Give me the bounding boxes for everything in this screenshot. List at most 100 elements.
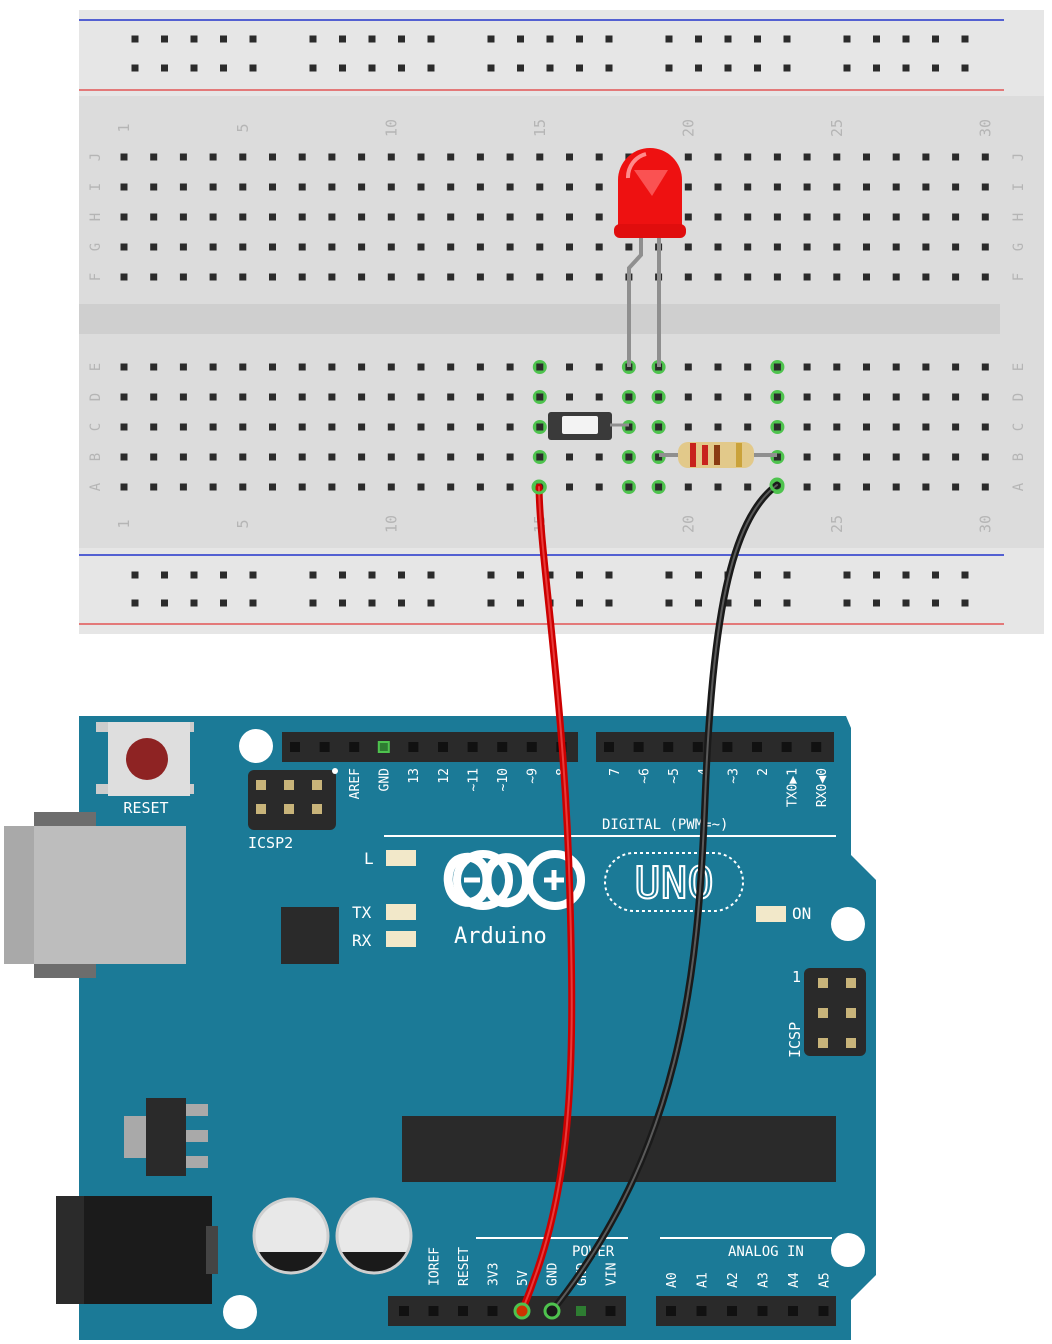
- power-rail-hole: [368, 35, 376, 43]
- reset-button[interactable]: [96, 722, 194, 796]
- resistor-band-2: [702, 445, 708, 465]
- breadboard-hole: [209, 453, 217, 461]
- power-rail-hole: [605, 599, 613, 607]
- power-rail-hole: [873, 571, 880, 579]
- breadboard-hole: [358, 213, 366, 221]
- digital-header-pin: [722, 742, 733, 752]
- breadboard-hole: [239, 243, 247, 251]
- digital-pin-label: 7: [608, 768, 623, 776]
- breadboard-hole: [773, 243, 781, 251]
- breadboard-hole: [239, 153, 247, 161]
- breadboard-hole: [536, 423, 544, 431]
- power-header-pin: [487, 1306, 498, 1316]
- power-rail-hole: [605, 64, 613, 72]
- center-channel: [79, 304, 1000, 334]
- breadboard-hole: [684, 153, 692, 161]
- power-header-pin: [605, 1306, 616, 1316]
- breadboard-hole: [298, 423, 306, 431]
- breadboard-hole: [863, 423, 870, 431]
- power-rail-hole: [665, 35, 673, 43]
- column-number-label: 25: [828, 515, 846, 533]
- breadboard-hole: [417, 423, 425, 431]
- capacitor-left: [252, 1197, 330, 1275]
- breadboard-hole: [684, 393, 692, 401]
- row-letter-label: G: [1011, 243, 1027, 251]
- power-rail-hole: [546, 64, 554, 72]
- breadboard-hole: [417, 363, 425, 371]
- power-rail-hole: [368, 64, 376, 72]
- breadboard-hole: [892, 453, 900, 461]
- breadboard-hole: [684, 363, 692, 371]
- logo-ring-right: [525, 850, 585, 910]
- breadboard-hole: [595, 183, 603, 191]
- breadboard-hole: [447, 273, 455, 281]
- breadboard-hole: [714, 213, 722, 221]
- breadboard-hole: [773, 423, 781, 431]
- breadboard-hole: [120, 483, 128, 491]
- power-rail-hole: [309, 64, 317, 72]
- digital-pin-label: AREF: [348, 768, 363, 799]
- analog-pin-label: A1: [696, 1272, 711, 1288]
- breadboard-hole: [387, 393, 395, 401]
- breadboard-hole: [298, 243, 306, 251]
- breadboard-hole: [447, 183, 455, 191]
- breadboard-hole: [328, 183, 336, 191]
- power-rail-hole: [487, 64, 495, 72]
- breadboard-hole: [922, 183, 930, 191]
- breadboard-hole: [328, 453, 336, 461]
- logo-ring-left: [453, 850, 513, 910]
- power-rail-hole: [339, 599, 346, 607]
- breadboard-hole: [655, 423, 663, 431]
- power-header-pin: [576, 1306, 586, 1316]
- column-number-label: 20: [679, 515, 697, 533]
- breadboard-hole: [892, 243, 900, 251]
- l-led-indicator: [386, 850, 416, 866]
- power-rail-hole: [220, 35, 227, 43]
- row-letter-label: C: [1011, 423, 1027, 431]
- digital-pin-label: ~11: [466, 768, 481, 791]
- breadboard-hole: [387, 153, 395, 161]
- breadboard-hole: [417, 453, 425, 461]
- breadboard-hole: [714, 393, 722, 401]
- breadboard-hole: [447, 393, 455, 401]
- reset-label: RESET: [123, 799, 168, 817]
- breadboard-hole: [269, 153, 276, 161]
- breadboard-hole: [417, 273, 425, 281]
- breadboard-hole: [892, 183, 900, 191]
- arduino-logo-text: Arduino: [454, 924, 547, 949]
- power-rail-hole: [220, 64, 227, 72]
- breadboard-hole: [803, 243, 811, 251]
- breadboard-hole: [981, 243, 989, 251]
- breadboard-hole: [595, 483, 603, 491]
- breadboard-hole: [298, 153, 306, 161]
- power-rail-hole: [783, 35, 791, 43]
- power-rail-hole: [665, 64, 673, 72]
- breadboard-hole: [595, 363, 603, 371]
- power-rail-hole: [309, 571, 317, 579]
- row-letter-label: I: [88, 183, 104, 191]
- power-rail-hole: [249, 571, 257, 579]
- power-rail-hole: [665, 571, 673, 579]
- on-led-label: ON: [792, 904, 811, 923]
- breadboard-holes: [120, 35, 989, 607]
- resistor-band-3: [714, 445, 720, 465]
- breadboard-hole: [773, 273, 781, 281]
- breadboard-hole: [298, 273, 306, 281]
- breadboard-hole: [595, 453, 603, 461]
- breadboard-hole: [239, 183, 247, 191]
- breadboard-hole: [863, 393, 870, 401]
- power-rail-hole: [754, 599, 761, 607]
- power-rail-hole: [754, 35, 761, 43]
- breadboard-hole: [506, 423, 514, 431]
- power-rail-hole: [576, 571, 583, 579]
- row-letter-label: J: [1011, 153, 1027, 161]
- power-rail-hole: [695, 64, 702, 72]
- red-wire-5v-highlight: [521, 486, 573, 1312]
- breadboard-hole: [358, 483, 366, 491]
- power-rail-hole: [665, 599, 673, 607]
- breadboard-hole: [269, 183, 276, 191]
- breadboard-hole: [209, 423, 217, 431]
- breadboard-hole: [476, 393, 484, 401]
- breadboard-hole: [566, 453, 573, 461]
